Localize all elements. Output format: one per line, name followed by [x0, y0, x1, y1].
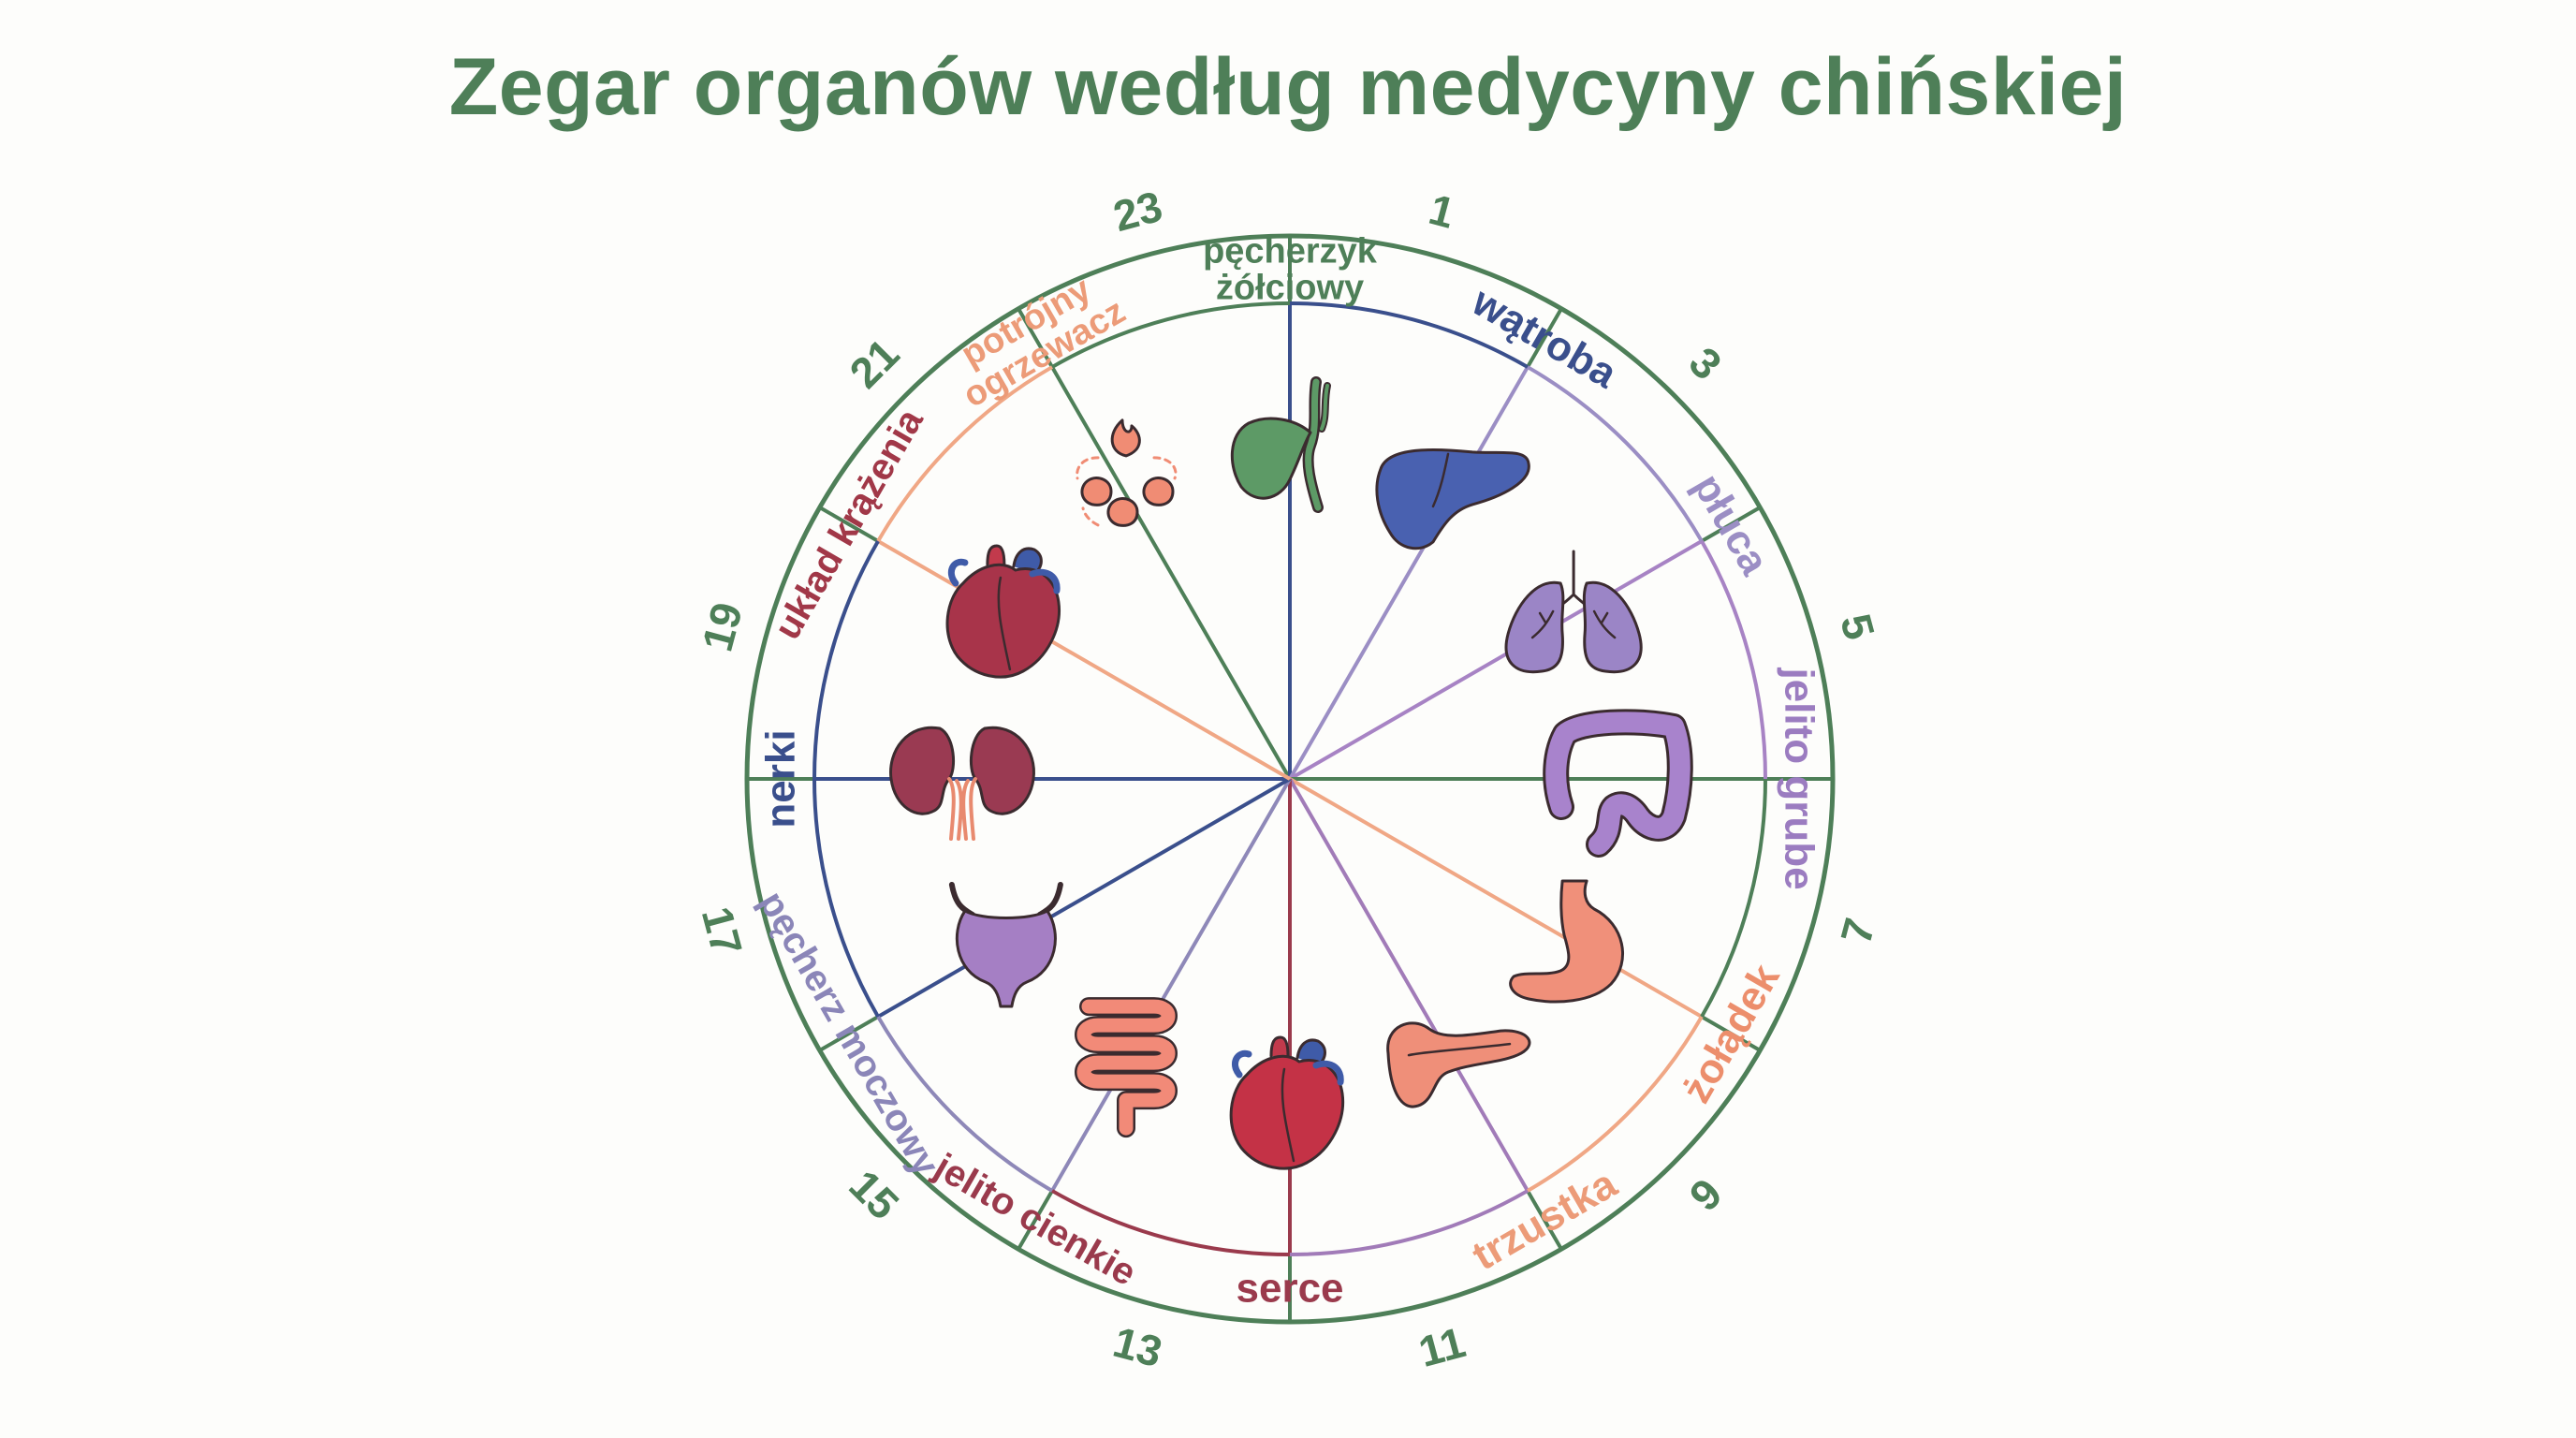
stomach-icon: [1509, 879, 1624, 1004]
circulatory-heart-icon: [945, 544, 1061, 679]
segment-divider: [1017, 307, 1054, 369]
page-title: Zegar organów według medycyny chińskiej: [448, 42, 2128, 132]
lungs-label-line: płuca: [1684, 466, 1778, 582]
liver-label: wątroba: [1464, 278, 1625, 398]
segment-spoke: [1289, 777, 1703, 1019]
circulation-label: układ krążenia: [767, 402, 931, 646]
hour-label: 11: [1413, 1317, 1470, 1376]
stomach-segment-arc: [1700, 778, 1767, 1018]
large-intestine-icon: [1543, 709, 1693, 858]
segment-divider: [1017, 1189, 1054, 1251]
segment-spoke: [1289, 539, 1703, 781]
liver-label-line: wątroba: [1464, 278, 1625, 398]
segment-spoke: [877, 777, 1291, 1019]
gallbladder-label-line: żółciowy: [1216, 268, 1364, 307]
kidneys-segment-arc: [812, 778, 880, 1018]
segment-divider: [1526, 307, 1563, 369]
liver-segment-arc: [1289, 301, 1529, 369]
lungs-label: płuca: [1684, 466, 1778, 582]
kidneys-label: nerki: [758, 729, 804, 828]
segment-divider: [1700, 1015, 1762, 1052]
large-intestine-label-line: jelito grube: [1777, 667, 1822, 889]
kidneys-label-line: nerki: [758, 729, 804, 828]
segment-spoke: [877, 539, 1291, 781]
clock-spokes: [747, 236, 1833, 1322]
pancreas-icon: [1386, 1021, 1531, 1108]
large-intestine-segment-arc: [1700, 540, 1767, 780]
kidneys-icon: [889, 726, 1035, 841]
inner-ring-arcs: [812, 301, 1767, 1256]
circulation-segment-arc: [812, 540, 880, 780]
gallbladder-icon: [1230, 376, 1331, 513]
hour-label: 7: [1831, 913, 1884, 948]
segment-divider: [1700, 506, 1762, 543]
hour-label: 21: [840, 329, 908, 397]
hour-label: 23: [1108, 182, 1167, 241]
segment-divider: [818, 506, 880, 543]
heart-label-line: serce: [1236, 1266, 1343, 1312]
segment-spoke: [1050, 778, 1292, 1192]
hour-label: 15: [840, 1161, 908, 1229]
circulation-label-line: układ krążenia: [767, 402, 931, 646]
segment-spoke: [1288, 366, 1530, 780]
segment-divider: [818, 1015, 880, 1052]
bladder-label-line: pęcherz moczowy: [751, 885, 947, 1183]
segment-spoke: [1050, 366, 1292, 780]
lungs-icon: [1504, 550, 1643, 674]
hour-label: 5: [1831, 609, 1884, 644]
segment-divider: [1526, 1189, 1563, 1251]
gallbladder-segment-arc: [1051, 301, 1291, 369]
heart-icon: [1229, 1035, 1345, 1170]
lungs-segment-arc: [1526, 365, 1704, 543]
hour-label: 9: [1680, 1169, 1732, 1221]
heart-segment-arc: [1289, 1189, 1529, 1256]
small-intestine-segment-arc: [1051, 1189, 1291, 1256]
pancreas-label-line: trzustka: [1465, 1160, 1625, 1279]
large-intestine-label: jelito grube: [1777, 667, 1822, 889]
heart-label: serce: [1236, 1266, 1343, 1312]
pancreas-segment-arc: [1526, 1015, 1704, 1193]
small-intestine-icon: [1075, 997, 1178, 1138]
outer-ring: [744, 233, 1836, 1325]
hour-label: 3: [1680, 338, 1732, 389]
bladder-segment-arc: [876, 1015, 1054, 1193]
hour-label: 17: [693, 902, 752, 961]
bladder-icon: [948, 882, 1063, 1008]
pancreas-label: trzustka: [1465, 1160, 1625, 1279]
hour-label: 19: [693, 597, 752, 656]
hour-label: 1: [1424, 184, 1459, 238]
organ-icons: [889, 376, 1693, 1170]
liver-icon: [1375, 448, 1530, 550]
triple-burner-segment-arc: [876, 365, 1054, 543]
triple-burner-icon: [1076, 418, 1178, 527]
hour-label: 13: [1108, 1317, 1167, 1376]
outer-ring-circle: [744, 233, 1836, 1325]
gallbladder-label-line: pęcherzyk: [1203, 232, 1378, 271]
bladder-label: pęcherz moczowy: [751, 885, 947, 1183]
segment-spoke: [1288, 778, 1530, 1192]
